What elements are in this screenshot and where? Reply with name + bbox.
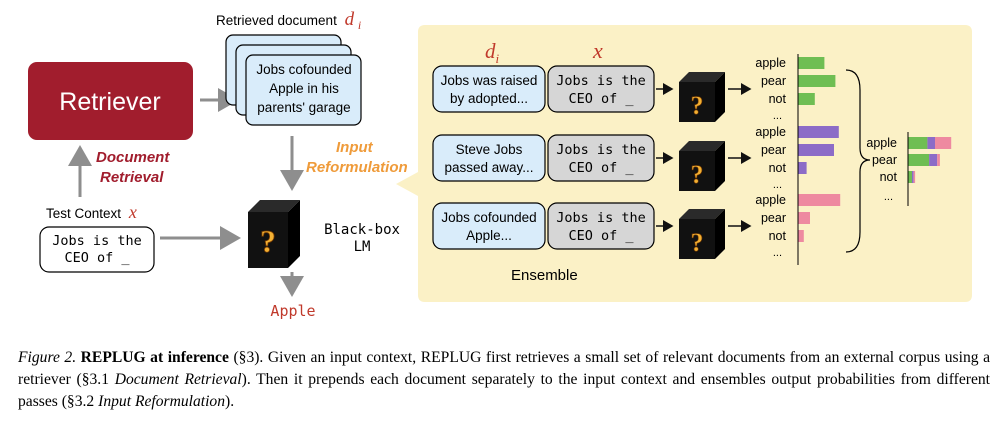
black-box-question-glyph: ? bbox=[260, 223, 276, 259]
ensemble-lm-cube: ? bbox=[679, 141, 725, 191]
ensemble-doc-box bbox=[432, 134, 546, 182]
ensemble-ctx-text: CEO of _ bbox=[568, 228, 634, 244]
retrieved-doc-label: Retrieved document d i bbox=[216, 9, 361, 32]
ensemble-label: Ensemble bbox=[511, 267, 578, 284]
replug-diagram: Retriever Document Retrieval Test Contex… bbox=[28, 9, 972, 320]
ensemble-bar bbox=[798, 93, 815, 105]
ensemble-dist-label: pear bbox=[761, 143, 786, 157]
combined-bar-segment bbox=[912, 171, 914, 183]
retriever-label: Retriever bbox=[59, 88, 160, 116]
figure-caption: Figure 2. REPLUG at inference (§3). Give… bbox=[18, 349, 991, 410]
combined-ellipsis: ... bbox=[884, 191, 893, 203]
ensemble-cube-glyph: ? bbox=[691, 91, 704, 120]
caption-section: (§3). bbox=[233, 349, 264, 366]
ensemble-ctx-text: CEO of _ bbox=[568, 91, 634, 107]
ensemble-ellipsis: ... bbox=[773, 247, 782, 259]
ensemble-bar bbox=[798, 230, 804, 242]
caption-title: REPLUG at inference bbox=[80, 349, 229, 366]
ensemble-row: Jobs was raised by adopted... Jobs is theC… bbox=[432, 54, 836, 128]
input-reformulation-label-2: Reformulation bbox=[306, 159, 408, 176]
ensemble-ctx-box bbox=[547, 65, 655, 113]
doc-retrieval-label-1: Document bbox=[96, 149, 170, 166]
test-context-line-2: CEO of _ bbox=[64, 250, 130, 266]
ensemble-bar bbox=[798, 126, 839, 138]
ensemble-dist-label: not bbox=[769, 229, 787, 243]
ensemble-dist-label: apple bbox=[755, 56, 786, 70]
retriever-box bbox=[28, 62, 193, 140]
ensemble-dist-label: not bbox=[769, 161, 787, 175]
combined-distribution: apple pear not... bbox=[866, 132, 952, 206]
combined-bar-segment bbox=[937, 154, 940, 166]
ensemble-cube-glyph: ? bbox=[691, 228, 704, 257]
black-box-label-1: Black-box bbox=[324, 222, 400, 238]
ensemble-doc-box bbox=[432, 65, 546, 113]
ensemble-doc-text: passed away... bbox=[444, 160, 533, 175]
combined-label: not bbox=[880, 170, 898, 184]
ensemble-dist-label: pear bbox=[761, 211, 786, 225]
retrieved-doc-line-2: Apple in his bbox=[269, 81, 339, 96]
ensemble-bar bbox=[798, 194, 841, 206]
ensemble-dist-label: apple bbox=[755, 193, 786, 207]
ensemble-dist-label: apple bbox=[755, 125, 786, 139]
retrieved-doc-line-3: parents' garage bbox=[257, 100, 350, 115]
ensemble-ctx-text: Jobs is the bbox=[556, 142, 645, 158]
ensemble-doc-text: Steve Jobs bbox=[456, 142, 523, 157]
ensemble-lm-cube: ? bbox=[679, 72, 725, 122]
test-context-line-1: Jobs is the bbox=[52, 233, 141, 249]
ensemble-doc-text: by adopted... bbox=[450, 91, 528, 106]
combined-bar-segment bbox=[908, 154, 930, 166]
ensemble-doc-box bbox=[432, 202, 546, 250]
ensemble-ctx-box bbox=[547, 134, 655, 182]
ensemble-doc-text: Jobs cofounded bbox=[441, 210, 536, 225]
ensemble-cube-glyph: ? bbox=[691, 160, 704, 189]
ensemble-ellipsis: ... bbox=[773, 110, 782, 122]
doc-stack-front bbox=[245, 54, 362, 126]
black-box-lm-cube: ? bbox=[248, 200, 300, 268]
ensemble-brace bbox=[845, 69, 871, 253]
ensemble-doc-header: di bbox=[485, 39, 500, 66]
combined-bar-segment bbox=[929, 154, 938, 166]
caption-fig-label: Figure 2. bbox=[18, 349, 77, 366]
combined-bar-segment bbox=[927, 137, 935, 149]
ensemble-dist-label: pear bbox=[761, 74, 786, 88]
combined-bar-segment bbox=[935, 137, 952, 149]
ensemble-bar bbox=[798, 144, 834, 156]
ensemble-ctx-text: Jobs is the bbox=[556, 210, 645, 226]
ensemble-ellipsis: ... bbox=[773, 179, 782, 191]
ensemble-lm-cube: ? bbox=[679, 209, 725, 259]
ensemble-doc-text: Apple... bbox=[466, 228, 512, 243]
combined-bar-segment bbox=[908, 137, 928, 149]
ensemble-bar bbox=[798, 162, 807, 174]
ensemble-ctx-text: CEO of _ bbox=[568, 160, 634, 176]
ensemble-ctx-box bbox=[547, 202, 655, 250]
output-label: Apple bbox=[270, 302, 315, 320]
ensemble-dist-label: not bbox=[769, 92, 787, 106]
test-context-box bbox=[39, 226, 155, 273]
combined-bar-segment bbox=[908, 171, 912, 183]
black-box-label-2: LM bbox=[354, 239, 371, 255]
doc-retrieval-label-2: Retrieval bbox=[100, 169, 164, 186]
ensemble-bar bbox=[798, 75, 836, 87]
input-reformulation-label-1: Input bbox=[336, 139, 374, 156]
retrieved-doc-line-1: Jobs cofounded bbox=[256, 62, 351, 77]
ensemble-bar bbox=[798, 57, 825, 69]
combined-bar-segment bbox=[913, 171, 916, 183]
combined-label: apple bbox=[866, 136, 897, 150]
ensemble-bar bbox=[798, 212, 810, 224]
ensemble-ctx-text: Jobs is the bbox=[556, 73, 645, 89]
combined-label: pear bbox=[872, 153, 897, 167]
ensemble-ctx-header: x bbox=[592, 38, 603, 63]
ensemble-doc-text: Jobs was raised bbox=[441, 73, 538, 88]
test-context-label: Test Context x bbox=[46, 202, 137, 222]
